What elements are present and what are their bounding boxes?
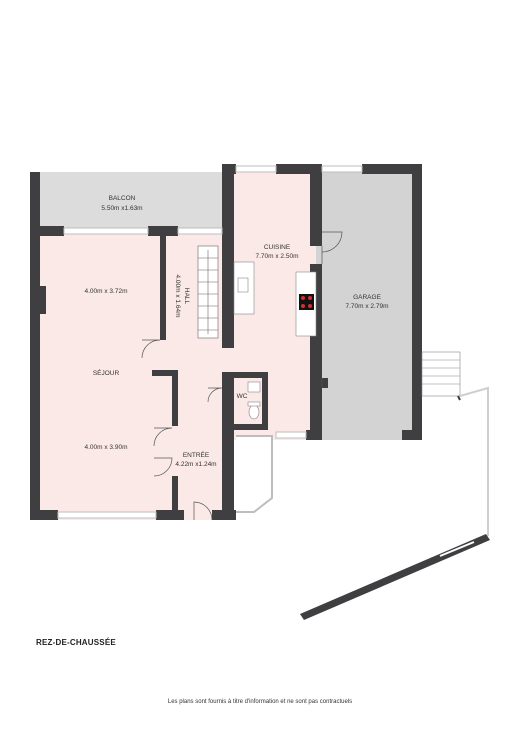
cuisine-size: 7.70m x 2.50m xyxy=(256,253,299,260)
floor-title: REZ-DE-CHAUSSÉE xyxy=(36,638,116,647)
balcon-size: 5.50m x1.63m xyxy=(101,205,142,212)
balcony-floor xyxy=(40,172,222,228)
sejour-size-top: 4.00m x 3.72m xyxy=(85,288,128,295)
entree-size: 4.22m x1.24m xyxy=(175,461,216,468)
hall-label: HALL 4.00m x 1.64m xyxy=(174,275,190,318)
entree-name: ENTRÉE xyxy=(183,450,210,459)
disclaimer: Les plans sont fournis à titre d'informa… xyxy=(167,699,353,705)
garage-size: 7.70m x 2.79m xyxy=(346,303,389,310)
stairs xyxy=(197,245,219,339)
kitchen-counters xyxy=(233,261,317,337)
bay-window xyxy=(236,435,273,513)
hall-size: 4.00m x 1.64m xyxy=(174,275,181,318)
exterior-stairs xyxy=(421,351,461,397)
garage-floor xyxy=(316,172,412,440)
cuisine-name: CUISINE xyxy=(264,244,291,251)
windows xyxy=(57,165,363,519)
sejour-name: SÉJOUR xyxy=(93,368,120,377)
sejour-size-bottom: 4.00m x 3.90m xyxy=(85,444,128,451)
door-swings xyxy=(141,231,343,521)
hall-name: HALL xyxy=(183,288,190,305)
terrace-window xyxy=(439,541,475,557)
garage-name: GARAGE xyxy=(353,294,381,301)
wc-fixtures xyxy=(247,381,261,420)
terrace-outline xyxy=(457,386,489,536)
walls xyxy=(30,164,422,520)
balcon-name: BALCON xyxy=(109,195,136,202)
wc-name: WC xyxy=(237,393,248,400)
